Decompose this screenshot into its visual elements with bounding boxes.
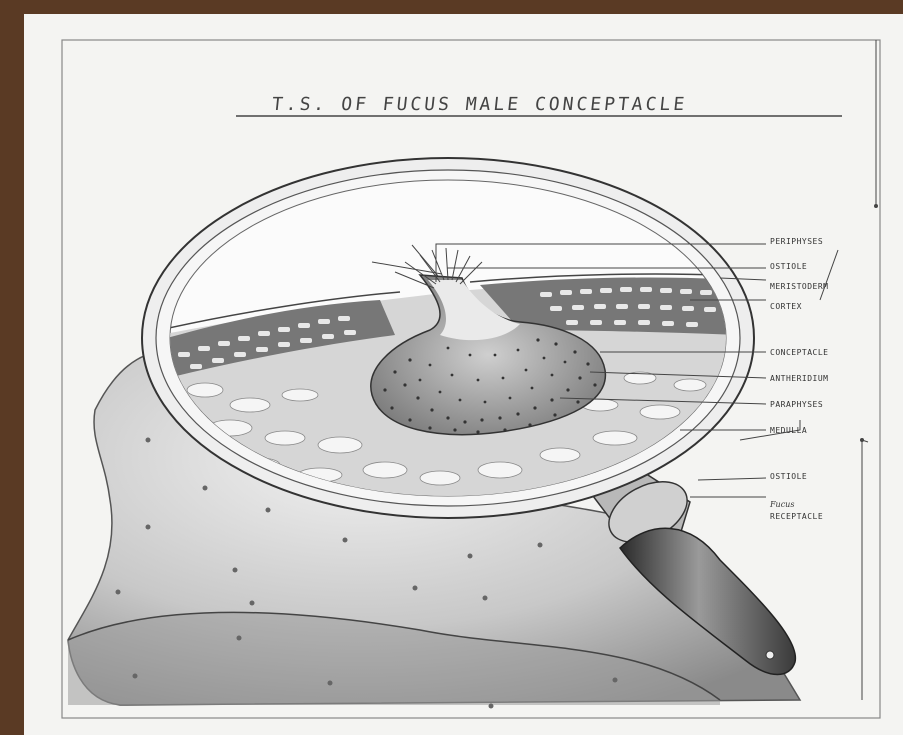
label-dot-top xyxy=(874,204,878,208)
label-ostiole-top: OSTIOLE xyxy=(770,262,807,272)
label-receptacle: RECEPTACLE xyxy=(770,512,823,522)
label-cortex: CORTEX xyxy=(770,302,802,312)
label-ostiole-bottom: OSTIOLE xyxy=(770,472,807,482)
label-conceptacle: CONCEPTACLE xyxy=(770,348,828,358)
label-periphyses: PERIPHYSES xyxy=(770,237,823,247)
label-medulla: MEDULLA xyxy=(770,426,807,436)
label-paraphyses: PARAPHYSES xyxy=(770,400,823,410)
label-antheridium: ANTHERIDIUM xyxy=(770,374,828,384)
diagram-title: T.S. OF FUCUS MALE CONCEPTACLE xyxy=(271,94,843,115)
label-dot xyxy=(860,438,864,442)
label-fucus: Fucus xyxy=(770,500,794,510)
label-meristoderm: MERISTODERM xyxy=(770,282,828,292)
